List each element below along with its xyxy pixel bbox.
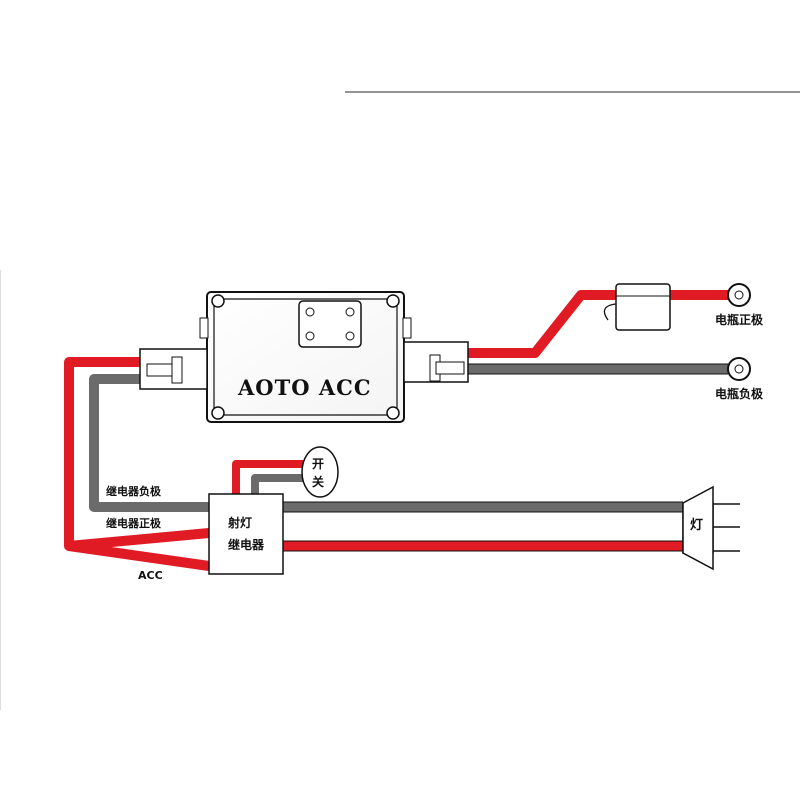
lamp-label: 灯 <box>690 518 704 533</box>
switch-red-wire <box>232 460 305 494</box>
battery-positive-red-wire <box>468 290 616 358</box>
relay-negative-label: 继电器负极 <box>106 485 161 498</box>
acc-red-wire <box>64 357 210 571</box>
acc-label: ACC <box>138 569 163 582</box>
relay-box <box>208 493 284 575</box>
switch-grey-wire <box>251 474 305 494</box>
switch-ellipse <box>301 446 339 498</box>
battery-positive-label: 电瓶正极 <box>715 313 764 327</box>
controller-label: AOTO ACC <box>238 375 372 400</box>
relay-negative-grey-wire <box>89 374 209 512</box>
relay-label-line1: 射灯 <box>228 516 253 530</box>
ring-terminal-negative <box>727 357 751 381</box>
relay-positive-label: 继电器正极 <box>106 517 161 530</box>
fuse-holder <box>603 283 671 331</box>
left-connector <box>139 348 208 390</box>
lamp-icon <box>682 485 740 571</box>
right-connector <box>403 341 469 383</box>
controller-box <box>199 291 412 423</box>
relay-positive-red-wire <box>68 528 210 551</box>
switch-label-line2: 关 <box>312 475 325 489</box>
battery-negative-label: 电瓶负极 <box>715 387 764 401</box>
switch-label-line1: 开 <box>312 457 325 471</box>
ring-terminal-positive <box>727 283 751 307</box>
relay-label-line2: 继电器 <box>228 538 265 552</box>
